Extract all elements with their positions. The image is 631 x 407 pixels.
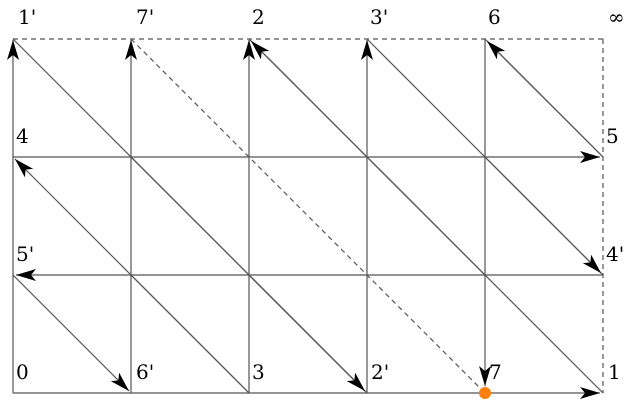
label-2: 2 — [252, 5, 265, 29]
label-7: 7 — [489, 360, 502, 384]
dashed-lines — [13, 38, 604, 394]
label-6: 6 — [488, 5, 501, 29]
label-3: 3 — [252, 360, 265, 384]
arrow-diag-to-6p — [12, 274, 130, 392]
highlight-point — [479, 387, 491, 399]
label-0: 0 — [16, 360, 29, 384]
label-6-prime: 6' — [136, 360, 154, 384]
arrow-diag-to-6 — [486, 40, 604, 158]
label-5-prime: 5' — [16, 242, 34, 266]
arrow-diag-to-4 — [14, 158, 250, 394]
dashed-diagonal — [130, 38, 486, 394]
label-4-prime: 4' — [606, 242, 624, 266]
label-1: 1 — [608, 360, 621, 384]
label-4: 4 — [16, 124, 29, 148]
diagonal-line — [366, 156, 486, 276]
arrow-diag-to-4p — [484, 156, 602, 274]
arrow-diag-to-2p — [248, 274, 366, 392]
label-7-prime: 7' — [136, 5, 154, 29]
label-3-prime: 3' — [370, 5, 388, 29]
label-5: 5 — [606, 124, 619, 148]
arrows — [6, 39, 604, 399]
plain-lines — [12, 38, 604, 394]
vertex-labels: 1' 7' 2 3' 6 ∞ 4 5 5' 4' 0 6' 3 2' 7 1 — [16, 5, 625, 384]
label-1-prime: 1' — [18, 5, 36, 29]
arrow-diag-to-2 — [250, 40, 368, 158]
label-2-prime: 2' — [371, 360, 389, 384]
label-infinity: ∞ — [608, 5, 625, 29]
